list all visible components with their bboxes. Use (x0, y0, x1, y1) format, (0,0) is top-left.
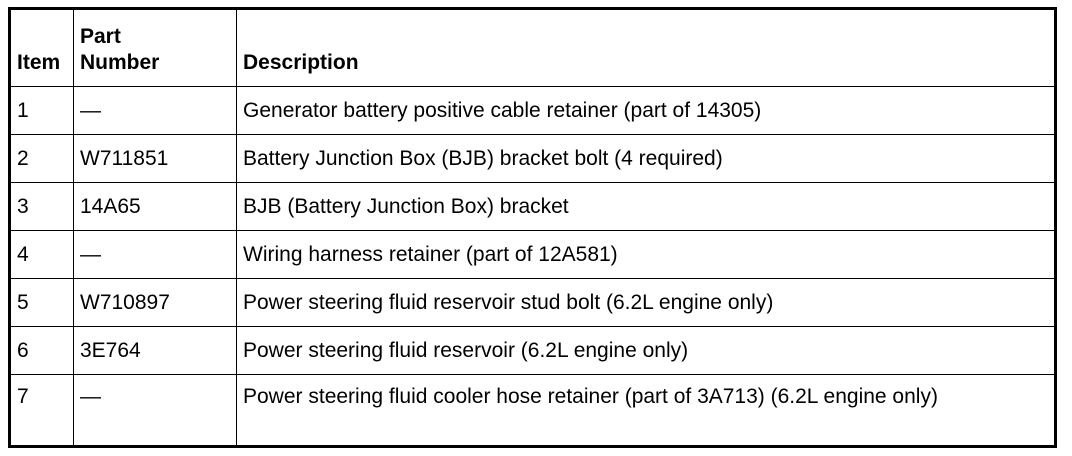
part-number-cell: 14A65 (73, 182, 237, 231)
column-header-item: Item (9, 8, 74, 87)
table-row: 6 3E764 Power steering fluid reservoir (… (9, 326, 1056, 375)
description-header-label: Description (243, 51, 359, 74)
item-cell: 1 (9, 86, 74, 135)
part-number-cell: — (73, 230, 237, 279)
part-number-cell: W710897 (73, 278, 237, 327)
description-cell: Battery Junction Box (BJB) bracket bolt … (236, 134, 1056, 183)
part-number-cell: 3E764 (73, 326, 237, 375)
description-cell: BJB (Battery Junction Box) bracket (236, 182, 1056, 231)
item-cell: 7 (9, 374, 74, 447)
table-row: 1 — Generator battery positive cable ret… (9, 86, 1056, 135)
item-header-label: Item (17, 51, 61, 74)
part-number-cell: — (73, 374, 237, 447)
table-row: 7 — Power steering fluid cooler hose ret… (9, 374, 1056, 447)
item-cell: 5 (9, 278, 74, 327)
table-row: 5 W710897 Power steering fluid reservoir… (9, 278, 1056, 327)
item-cell: 6 (9, 326, 74, 375)
item-cell: 2 (9, 134, 74, 183)
part-number-cell: W711851 (73, 134, 237, 183)
table-row: 3 14A65 BJB (Battery Junction Box) brack… (9, 182, 1056, 231)
item-cell: 4 (9, 230, 74, 279)
table-row: 2 W711851 Battery Junction Box (BJB) bra… (9, 134, 1056, 183)
item-cell: 3 (9, 182, 74, 231)
description-cell: Power steering fluid reservoir (6.2L eng… (236, 326, 1056, 375)
part-number-cell: — (73, 86, 237, 135)
description-cell: Generator battery positive cable retaine… (236, 86, 1056, 135)
description-cell: Power steering fluid cooler hose retaine… (236, 374, 1056, 447)
table-row: 4 — Wiring harness retainer (part of 12A… (9, 230, 1056, 279)
description-cell: Power steering fluid reservoir stud bolt… (236, 278, 1056, 327)
description-cell: Wiring harness retainer (part of 12A581) (236, 230, 1056, 279)
column-header-description: Description (236, 8, 1056, 87)
part-number-header-line2: Number (80, 51, 160, 74)
part-number-header-line1: Part (80, 25, 121, 48)
